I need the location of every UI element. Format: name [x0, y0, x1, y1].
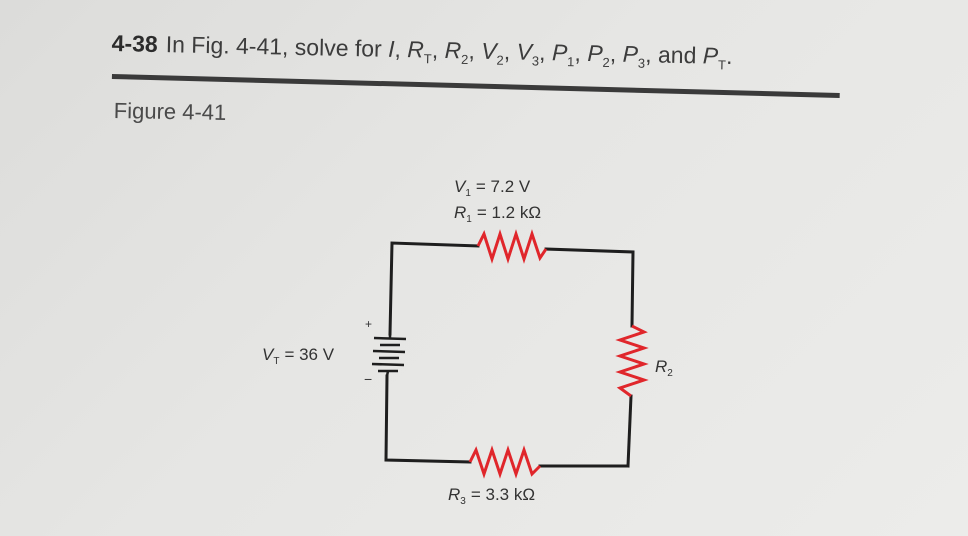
wire-right-lower [626, 394, 633, 468]
label-r2: R2 [655, 357, 673, 379]
label-v1: V1= 7.2 V [454, 177, 531, 199]
wire-top-left [388, 241, 480, 336]
label-r1: R1= 1.2 kΩ [454, 203, 541, 225]
battery-symbol [371, 334, 407, 377]
resistor-r2 [615, 324, 649, 398]
wire-top-right [544, 247, 635, 328]
label-vt: VT= 36 V [262, 345, 335, 367]
battery-plus-sign: + [365, 317, 372, 331]
resistor-r3 [468, 445, 542, 479]
label-r3: R3= 3.3 kΩ [448, 485, 535, 507]
wire-bottom-left [384, 374, 472, 464]
battery-minus-sign: − [364, 371, 372, 387]
resistor-r1 [476, 229, 548, 264]
